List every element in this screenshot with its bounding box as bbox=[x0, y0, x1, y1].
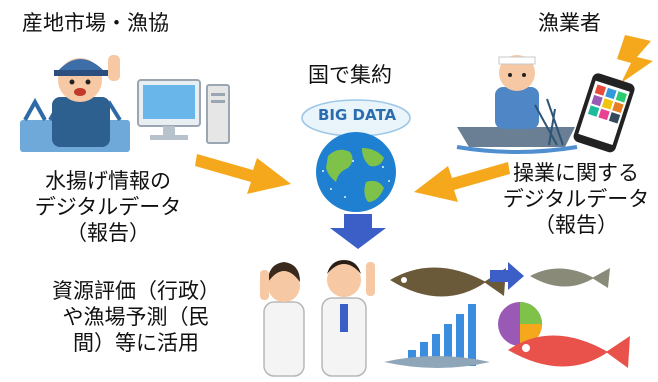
fisher-to-center-arrow bbox=[410, 148, 510, 208]
big-data-badge: BIG DATA bbox=[318, 106, 397, 124]
market-caption-line-3: （報告） bbox=[66, 221, 150, 245]
fisher-caption-line-1: 操業に関する bbox=[513, 161, 639, 185]
center-title: 国で集約 bbox=[308, 63, 392, 87]
usage-caption-line-3: 間）等に活用 bbox=[73, 331, 199, 355]
fish-market-worker-with-computer-icon bbox=[20, 35, 235, 155]
market-caption-line-1: 水揚げ情報の bbox=[45, 169, 171, 193]
market-title: 産地市場・漁協 bbox=[22, 11, 169, 35]
usage-caption-line-2: や漁場予測（民 bbox=[62, 305, 210, 329]
fisherman-with-smartphone-icon bbox=[455, 35, 655, 160]
market-to-center-arrow bbox=[195, 140, 295, 200]
market-caption-line-2: デジタルデータ bbox=[34, 195, 182, 219]
fisher-caption: 操業に関する デジタルデータ （報告） bbox=[496, 160, 656, 238]
researchers-with-fish-and-charts-icon bbox=[258, 250, 653, 380]
market-caption: 水揚げ情報の デジタルデータ （報告） bbox=[28, 168, 188, 246]
usage-caption: 資源評価（行政） や漁場予測（民 間）等に活用 bbox=[25, 278, 247, 356]
fisher-title: 漁業者 bbox=[538, 11, 601, 35]
center-down-arrow bbox=[328, 214, 388, 250]
usage-caption-line-1: 資源評価（行政） bbox=[52, 279, 220, 303]
fisher-caption-line-3: （報告） bbox=[534, 213, 618, 237]
fisher-caption-line-2: デジタルデータ bbox=[502, 187, 650, 211]
big-data-globe-icon bbox=[296, 96, 416, 214]
